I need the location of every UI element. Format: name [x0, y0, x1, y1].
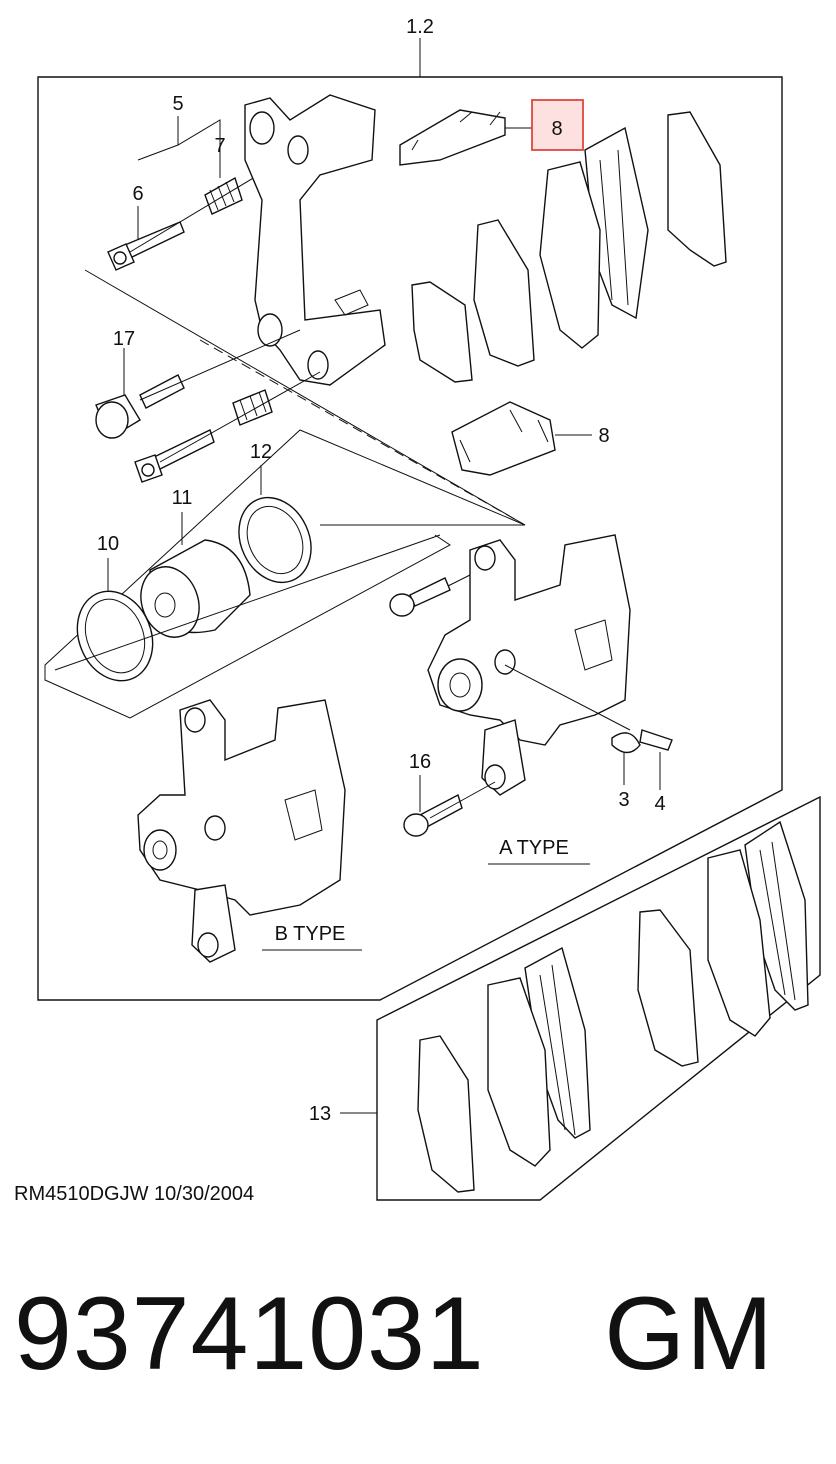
label-10: 10 — [97, 533, 119, 555]
pad-clip-mid — [451, 401, 556, 476]
piston-section-frame — [44, 429, 526, 719]
caliper-housing-a-type — [427, 534, 631, 796]
bleeder-cap-3 — [611, 732, 641, 754]
assembly-frame — [37, 76, 783, 1001]
label-7: 7 — [214, 135, 225, 157]
label-6: 6 — [132, 183, 143, 205]
kit-pad-shim-right — [637, 909, 699, 1067]
label-11: 11 — [172, 487, 193, 509]
brake-pad-backplate-top — [539, 161, 601, 349]
axis-line-17 — [139, 329, 301, 401]
label-17: 17 — [113, 328, 135, 350]
caliper-bolt-16 — [403, 793, 463, 837]
caliper-bolt-a-upper — [389, 577, 451, 617]
label-a-type: A TYPE — [499, 837, 569, 859]
piston-11 — [140, 539, 251, 638]
plane-line-1 — [84, 269, 526, 526]
brake-pad-outer-top — [667, 111, 727, 267]
brake-pad-friction-top — [584, 126, 649, 320]
kit-pad-backplate-left — [487, 977, 551, 1167]
brake-pad-shim-2-top — [411, 281, 473, 383]
pad-clip-top — [399, 109, 506, 166]
part-number-caption: 93741031 GM — [14, 1276, 774, 1392]
piston-seal-10 — [76, 590, 154, 682]
label-5: 5 — [172, 93, 183, 115]
bleeder-screw-4 — [639, 729, 673, 751]
guide-pin-upper — [107, 221, 185, 271]
label-13: 13 — [309, 1103, 331, 1125]
kit-pad-friction-right — [744, 820, 809, 1011]
label-b-type: B TYPE — [275, 923, 346, 945]
axis-line-piston — [54, 534, 441, 671]
label-12: 12 — [250, 441, 272, 463]
kit-pad-shim-left — [417, 1035, 475, 1193]
dust-boot-12 — [238, 496, 312, 584]
caliper-housing-b-type — [137, 699, 346, 963]
highlight-box-8 — [531, 99, 584, 151]
guide-pin-boot-lower — [232, 389, 273, 426]
drawing-code-footer: RM4510DGJW 10/30/2004 — [14, 1183, 254, 1205]
label-16: 16 — [409, 751, 431, 773]
brake-pad-shim-top — [473, 219, 535, 367]
guide-bolt-17 — [95, 374, 185, 440]
label-assembly: 1.2 — [406, 16, 434, 38]
label-4: 4 — [654, 793, 665, 815]
leader-5 — [137, 119, 221, 178]
caliper-carrier-bracket — [244, 94, 386, 386]
axis-line-16 — [429, 781, 496, 819]
kit-pad-backplate-right — [707, 849, 771, 1037]
label-8-top: 8 — [551, 118, 562, 140]
label-8-mid: 8 — [598, 425, 609, 447]
plane-line-2 — [199, 339, 526, 526]
axis-line-lower — [159, 371, 321, 463]
pad-kit-frame — [376, 795, 821, 1201]
label-3: 3 — [618, 789, 629, 811]
leader-axis-bleed — [504, 664, 631, 731]
